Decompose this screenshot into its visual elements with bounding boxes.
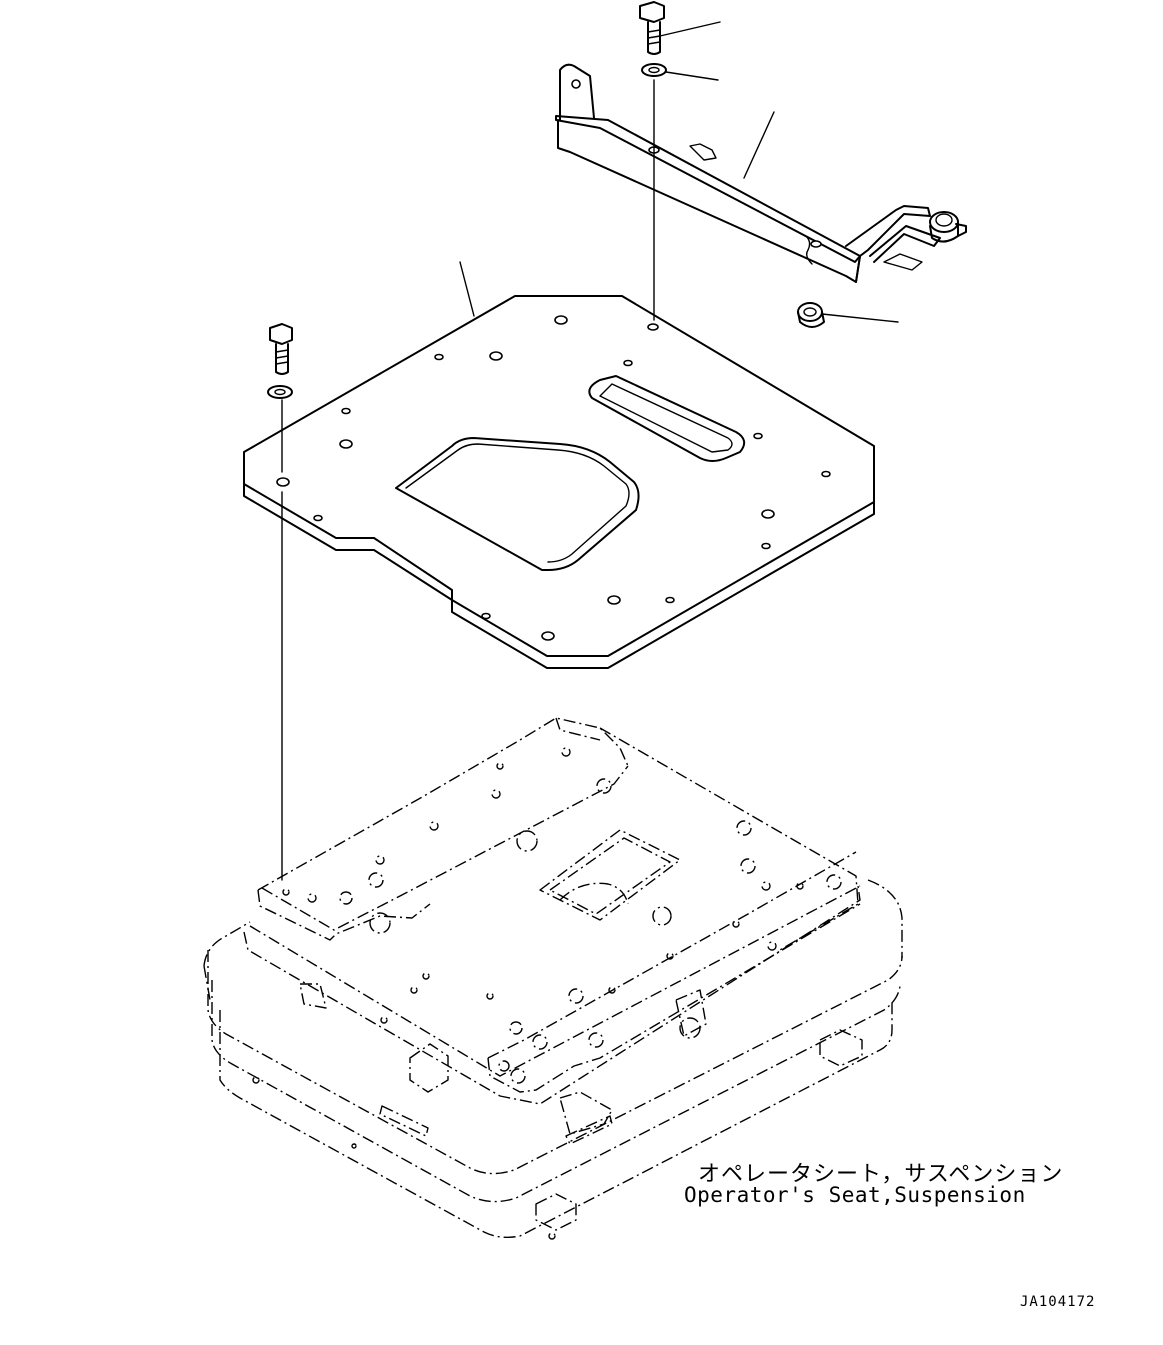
grommet bbox=[797, 302, 825, 328]
left-bolt bbox=[269, 323, 293, 375]
caption-japanese: オペレータシート，サスペンション bbox=[698, 1162, 1064, 1187]
drawing-id: JA104172 bbox=[1020, 1294, 1096, 1310]
leader-lines bbox=[459, 21, 899, 323]
mounting-plate bbox=[243, 295, 875, 669]
alignment-lines bbox=[281, 79, 655, 881]
top-bolt bbox=[639, 1, 665, 55]
top-washer bbox=[641, 63, 667, 77]
seat-suspension bbox=[203, 717, 903, 1240]
left-washer bbox=[267, 385, 293, 399]
bracket bbox=[555, 63, 967, 283]
caption-english: Operator's Seat,Suspension bbox=[684, 1183, 1026, 1207]
